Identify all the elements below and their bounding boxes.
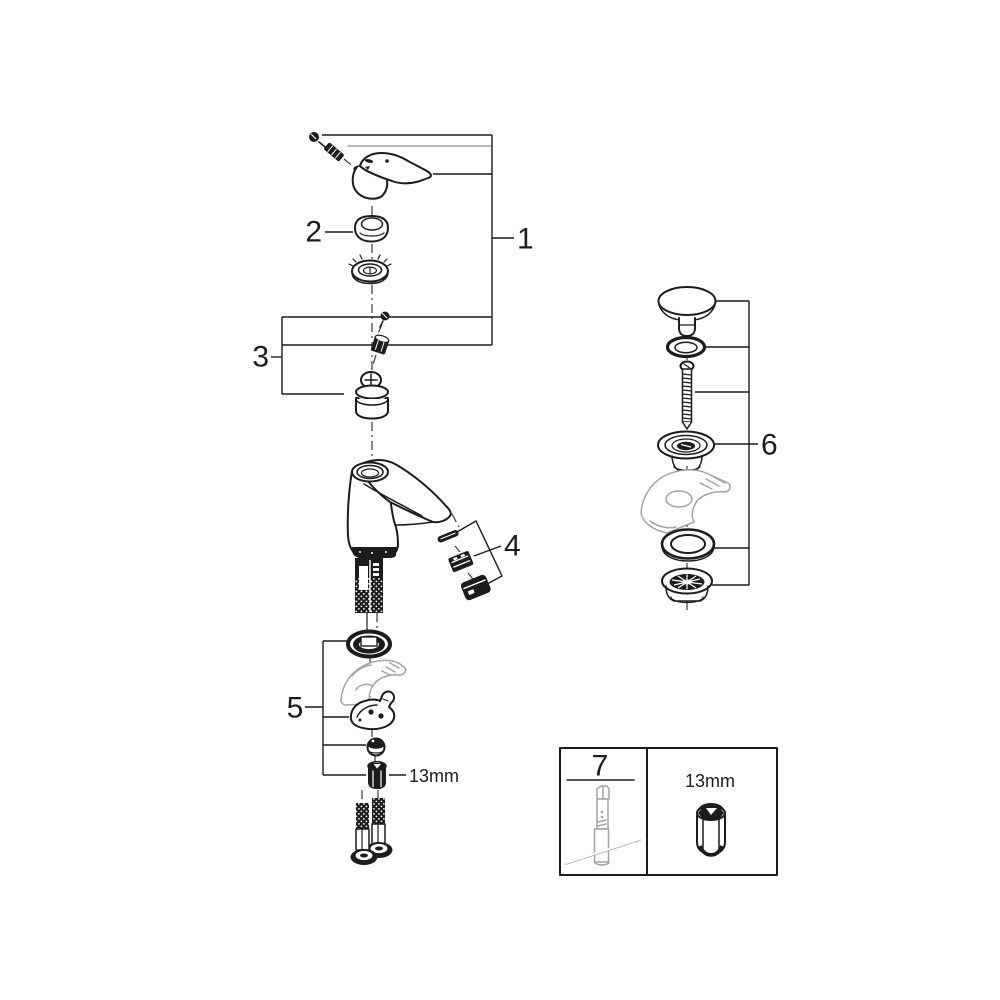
cartridge	[355, 371, 389, 420]
callout-1-label: 1	[517, 223, 534, 256]
callout-bracket-5	[305, 640, 366, 776]
mounting-studs	[350, 798, 393, 865]
drain-screw	[679, 360, 695, 430]
dome-nut	[366, 737, 386, 757]
handle-lever	[351, 152, 432, 200]
cartridge-adapter	[370, 334, 390, 355]
mounting-shank	[355, 558, 383, 613]
callout-4-label: 4	[504, 530, 521, 563]
legend-tool-number: 7	[592, 750, 609, 783]
callout-2-label: 2	[305, 216, 322, 249]
callout-3-label: 3	[252, 341, 269, 374]
handle-screw	[309, 132, 344, 162]
drain-body	[661, 567, 713, 604]
callout-6-label: 6	[761, 429, 778, 462]
callout-5-label: 5	[287, 692, 304, 725]
bearing-disc	[348, 254, 392, 285]
mounting-stud-front	[350, 803, 378, 865]
callout-bracket-4	[456, 520, 503, 585]
handle-cap-ring	[354, 215, 389, 243]
horseshoe-washer	[349, 690, 396, 731]
drain-plug	[657, 286, 717, 337]
hex-nut-size-label: 13mm	[409, 766, 459, 786]
callout-bracket-1	[322, 134, 514, 345]
aerator-insert	[448, 551, 474, 573]
aerator-housing	[460, 574, 491, 601]
faucet-body	[346, 459, 452, 558]
legend-hex-nut	[696, 803, 726, 857]
aerator-seal	[437, 530, 459, 543]
drain-wedge	[640, 469, 731, 534]
drain-o-ring	[665, 335, 707, 359]
socket-tool	[565, 785, 641, 866]
base-o-ring	[346, 629, 392, 659]
callout-bracket-6	[695, 300, 758, 586]
drain-washer	[660, 528, 716, 562]
cartridge-screw	[379, 311, 390, 328]
hex-nut	[367, 761, 387, 789]
legend-nut-size-label: 13mm	[685, 771, 735, 791]
wedge-spacer	[340, 659, 407, 706]
drain-flange	[657, 430, 715, 473]
